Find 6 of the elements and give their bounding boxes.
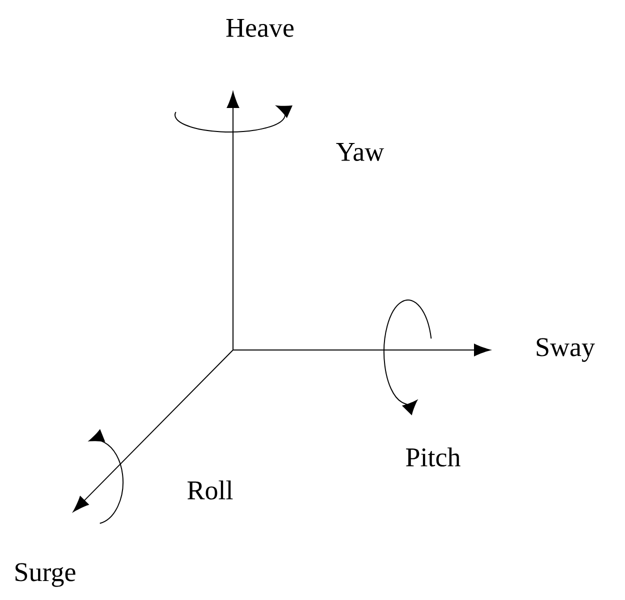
axis-label: Heave <box>226 19 294 37</box>
axis-label: Roll <box>188 480 233 500</box>
axis-label: Yaw <box>336 143 384 161</box>
axis-label: Pitch <box>406 448 460 466</box>
axis-label: Sway <box>536 338 595 362</box>
axis-label: Surge <box>16 563 76 587</box>
